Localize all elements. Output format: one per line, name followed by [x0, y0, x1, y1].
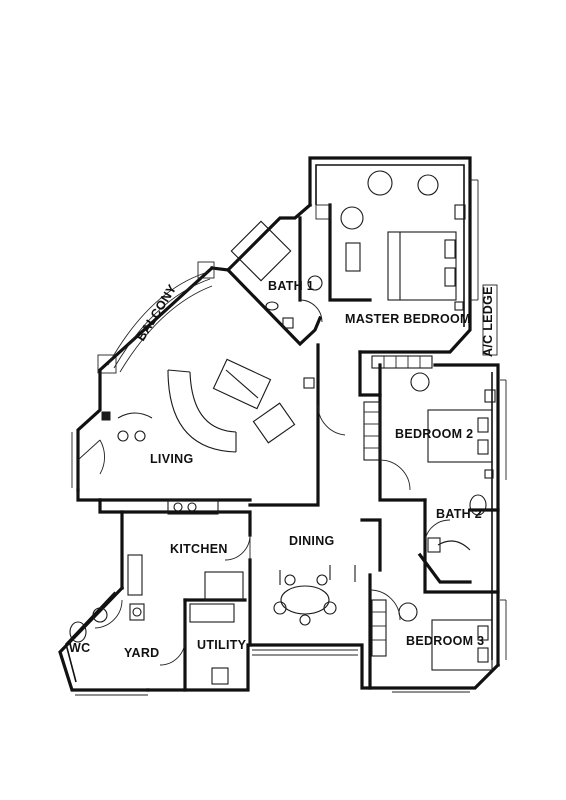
label-bedroom-3: BEDROOM 3: [406, 634, 484, 648]
label-bedroom-2: BEDROOM 2: [395, 427, 473, 441]
label-ac-ledge: A/C LEDGE: [481, 286, 495, 357]
label-dining: DINING: [289, 534, 335, 548]
doors: [77, 299, 451, 666]
label-living: LIVING: [150, 452, 193, 466]
label-bath-2: BATH 2: [436, 507, 482, 521]
label-balcony: BALCONY: [134, 282, 180, 344]
room-labels: MASTER BEDROOM BATH 1 BALCONY LIVING A/C…: [69, 279, 495, 660]
label-wc: WC: [69, 641, 90, 655]
label-master-bedroom: MASTER BEDROOM: [345, 312, 471, 326]
outer-walls: [58, 156, 501, 692]
windows: [71, 179, 507, 696]
label-kitchen: KITCHEN: [170, 542, 228, 556]
label-yard: YARD: [124, 646, 159, 660]
furniture: [69, 170, 496, 685]
label-bath-1: BATH 1: [268, 279, 314, 293]
interior-walls: [98, 203, 500, 692]
label-utility: UTILITY: [197, 638, 247, 652]
